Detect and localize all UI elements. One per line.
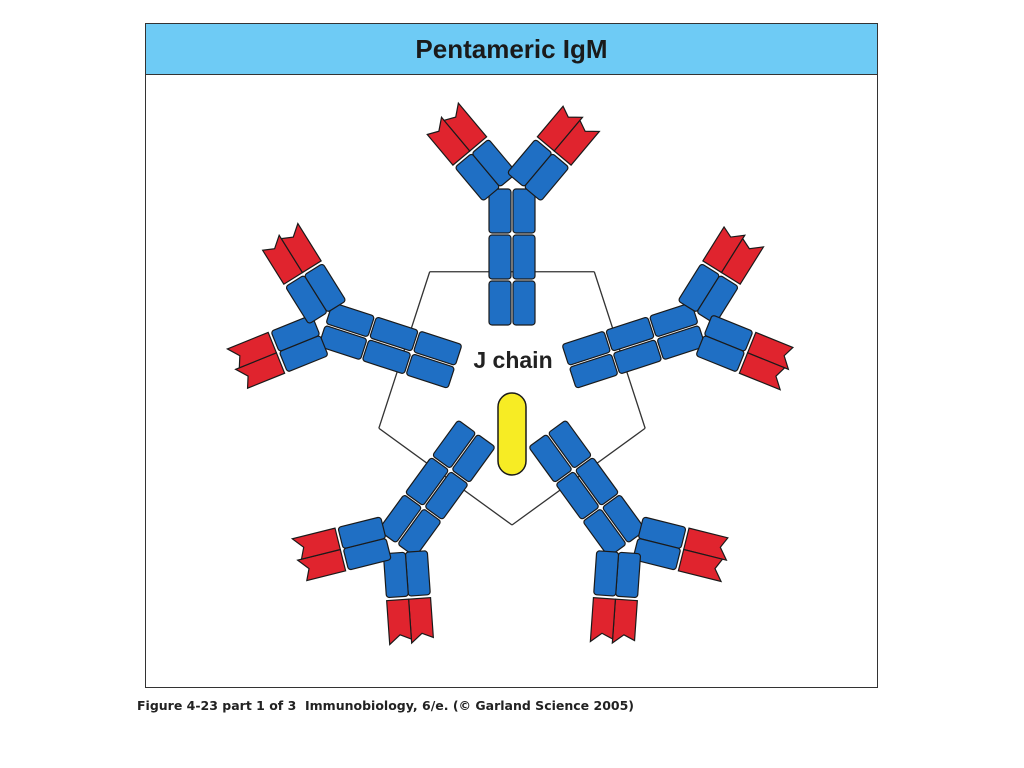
heavy-variable-domain [407,596,435,645]
light-variable-domain [677,548,724,583]
disulfide-bond [593,271,646,429]
fc-constant-domain [512,234,536,280]
fc-constant-domain [413,331,462,366]
fc-constant-domain [583,509,626,557]
fc-constant-domain [602,495,646,543]
light-constant-domain [472,139,517,187]
fc-constant-domain [529,434,572,483]
fc-constant-domain [575,457,619,506]
light-variable-domain [720,237,765,286]
fc-constant-domain [512,280,536,326]
disulfide-bond [378,271,431,429]
igm-monomer [529,420,729,645]
light-variable-domain [553,119,601,166]
heavy-variable-domain [611,598,638,645]
fab-arm-left [382,550,435,646]
light-constant-domain [382,551,409,599]
fc-constant-domain [562,331,611,366]
light-variable-domain [738,352,786,391]
hinge [225,222,346,390]
heavy-constant-domain [615,551,642,599]
hinge [678,225,795,391]
fc-constant-domain [488,234,512,280]
fc-constant-domain [362,339,411,374]
light-constant-domain [524,153,569,201]
light-constant-domain [593,550,620,597]
light-variable-domain [386,598,413,646]
fab-arm-right [589,550,642,645]
disulfide-bond [378,427,513,526]
light-variable-domain [443,101,488,152]
light-variable-domain [589,596,617,643]
fc-constant-domain [318,325,367,360]
fab-arm-left [225,315,328,390]
fc-constant-domain [369,316,419,352]
fab-arm-right [507,105,601,201]
hinge [589,516,729,645]
fc-constant-domain [548,420,592,468]
fc-constant-domain [432,420,476,468]
heavy-constant-domain [404,550,431,597]
light-variable-domain [225,331,278,369]
fc-constant-domain [512,188,536,234]
hinge [426,101,601,201]
hinge [290,516,435,646]
fc-constant-domain [405,457,449,506]
igm-monomer [426,101,601,326]
fc-constant-domain [556,471,599,520]
light-constant-domain [337,516,386,549]
igm-monomers [225,101,795,646]
light-constant-domain [271,315,320,352]
fc-constant-domain [398,509,441,557]
fab-arm-right [261,222,346,324]
light-constant-domain [696,335,745,372]
igm-monomer [290,420,495,646]
fc-constant-domain [406,353,455,389]
fc-constant-domain [657,325,706,360]
fab-arm-left [678,225,765,324]
j-chain-label: J chain [473,347,552,373]
fc-constant-domain [378,495,422,543]
fab-arm-left [426,101,517,201]
j-chain [497,392,527,476]
light-variable-domain [290,527,342,560]
fc-constant-domain [488,188,512,234]
fc-constant-domain [452,434,495,483]
light-constant-domain [697,275,739,324]
fc-constant-domain [488,280,512,326]
fc-constant-domain [613,339,662,374]
figure-title: Pentameric IgM [146,24,877,75]
fab-arm-right [696,315,795,391]
light-variable-domain [280,222,322,274]
figure-caption: Figure 4-23 part 1 of 3 Immunobiology, 6… [137,698,635,713]
igm-monomer [225,222,462,390]
fc-constant-domain [649,302,698,337]
igm-monomer [562,225,795,391]
disulfide-bonds [378,271,646,526]
fc-constant-domain [605,316,655,352]
fab-arm-left [632,516,729,583]
disulfide-bond [511,427,646,526]
fab-arm-right [290,516,392,582]
fc-constant-domain [569,353,618,389]
light-constant-domain [304,263,346,312]
fc-constant-domain [425,471,468,520]
fc-constant-domain [326,302,375,337]
light-constant-domain [632,538,681,571]
